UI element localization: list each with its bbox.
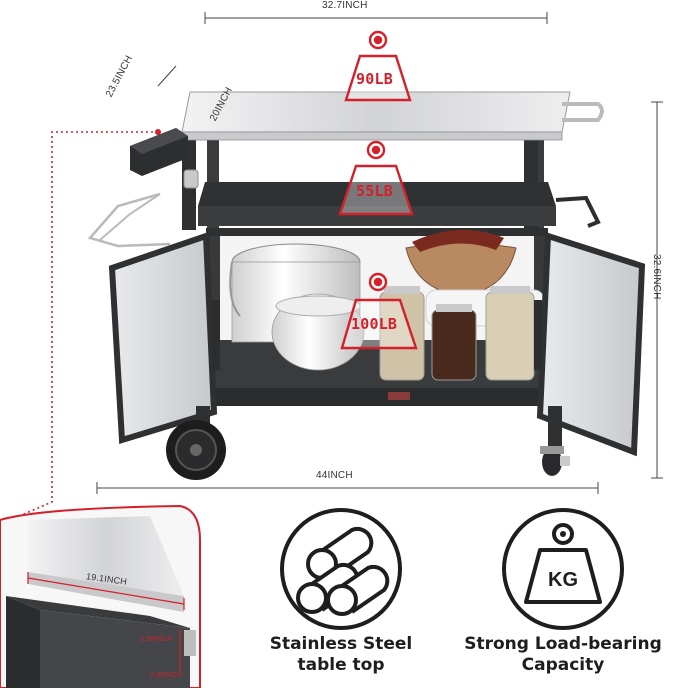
load-top-label: 90LB <box>356 70 393 88</box>
feature-steel-line1: Stainless Steel <box>269 634 413 654</box>
weight-badge-top <box>344 30 412 102</box>
load-middle-label: 55LB <box>356 182 393 200</box>
cookware-contents <box>229 229 545 381</box>
load-bottom-label: 100LB <box>351 315 398 333</box>
left-door <box>108 231 220 444</box>
middle-shelf <box>198 182 601 228</box>
weight-badge-middle <box>338 140 414 216</box>
height-label: 32.6INCH <box>651 254 662 300</box>
bottom-width-dimension-line <box>96 482 599 494</box>
tray-depth-label-b: 2.95INCH <box>150 672 183 679</box>
tray-depth-label-a: 2.95INCH <box>140 636 173 643</box>
weight-kg-text: KG <box>548 569 578 591</box>
tray-detail-inset <box>0 504 201 688</box>
width-top-label: 32.7INCH <box>322 0 368 11</box>
feature-steel-caption: Stainless Steel table top <box>262 634 420 676</box>
weight-badge-bottom <box>340 272 418 350</box>
feature-load-line2: Capacity <box>521 655 605 675</box>
feature-load-line1: Strong Load-bearing <box>464 634 662 654</box>
feature-load-caption: Strong Load-bearing Capacity <box>456 634 670 676</box>
side-tray <box>87 128 199 248</box>
steel-tubes-icon <box>280 508 402 630</box>
tray-callout-line <box>9 131 158 521</box>
feature-steel-line2: table top <box>297 655 385 675</box>
wheels <box>166 406 570 480</box>
width-dimension-line <box>204 12 548 24</box>
weight-kg-icon: KG <box>502 508 624 630</box>
right-door <box>534 231 646 457</box>
height-dimension-line <box>651 101 663 479</box>
width-bottom-label: 44INCH <box>316 470 353 481</box>
